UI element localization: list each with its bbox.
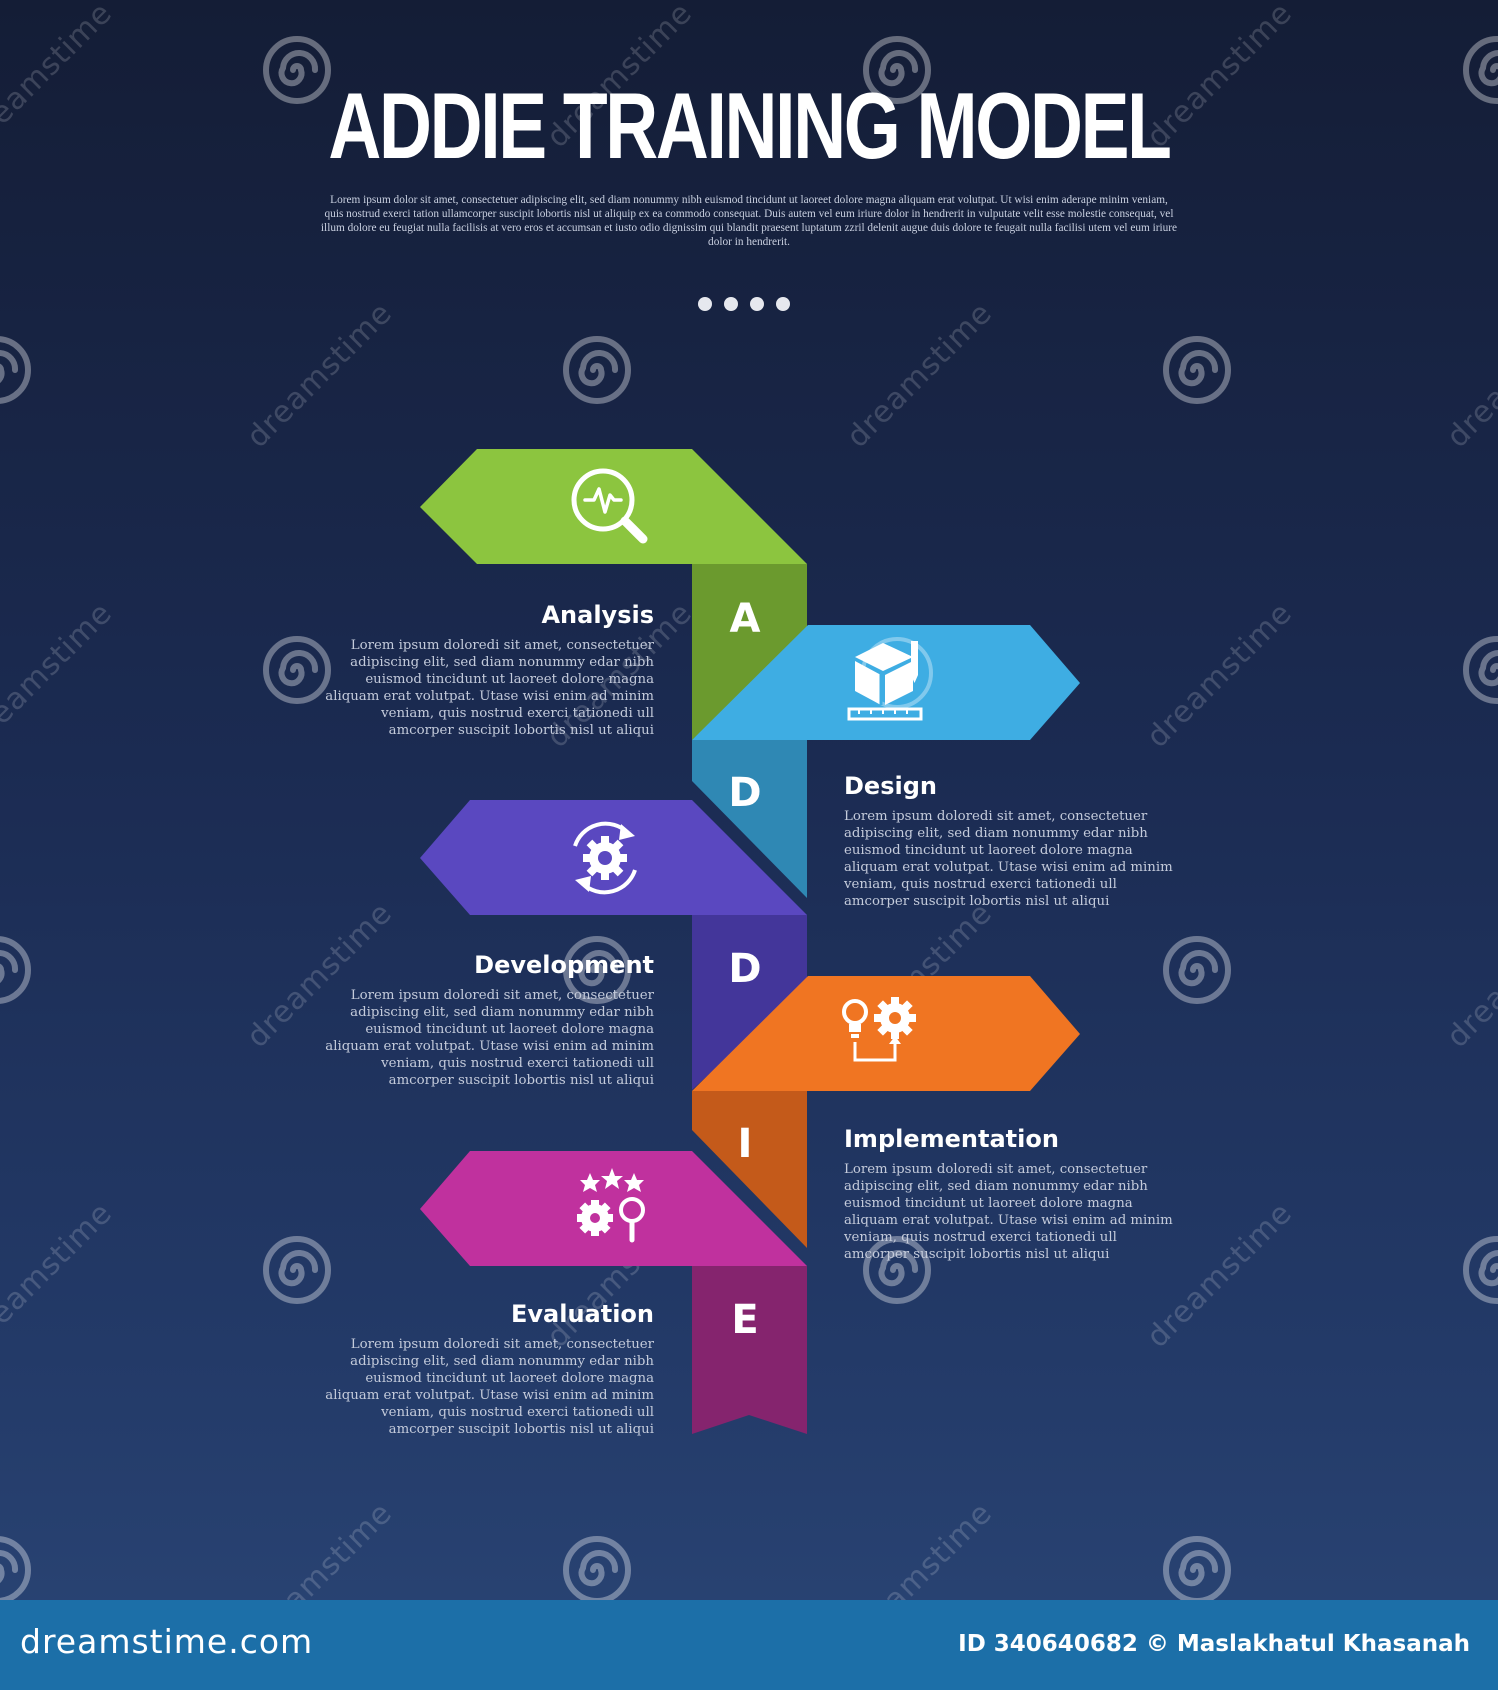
page-title: ADDIE TRAINING MODEL bbox=[328, 73, 1172, 178]
stars-gear-search-icon bbox=[577, 1168, 645, 1243]
dot bbox=[776, 297, 790, 311]
step-2-title: Design bbox=[844, 772, 937, 800]
dot bbox=[724, 297, 738, 311]
dot bbox=[698, 297, 712, 311]
step-3-stem bbox=[692, 915, 807, 1090]
step-5-stem bbox=[692, 1266, 807, 1434]
step-1-description: Lorem ipsum doloredi sit amet, consectet… bbox=[325, 638, 654, 738]
step-2-letter: D bbox=[728, 770, 761, 816]
separator-dots bbox=[698, 297, 790, 311]
step-5-title: Evaluation bbox=[510, 1300, 654, 1328]
dot bbox=[750, 297, 764, 311]
step-4-stem bbox=[692, 1091, 807, 1248]
step-1-title: Analysis bbox=[541, 601, 654, 629]
footer-logo: dreamstime.com bbox=[20, 1622, 314, 1661]
footer-bar: dreamstime.com ID 340640682 © Maslakhatu… bbox=[0, 1600, 1498, 1690]
box-ruler-pencil-icon bbox=[847, 637, 933, 721]
step-2-description: Lorem ipsum doloredi sit amet, consectet… bbox=[844, 809, 1173, 909]
step-5-arrow bbox=[420, 1151, 807, 1266]
footer-credit: ID 340640682 © Maslakhatul Khasanah bbox=[958, 1631, 1470, 1657]
step-3-title: Development bbox=[474, 951, 654, 979]
step-2-stem bbox=[692, 740, 807, 898]
step-5-letter: E bbox=[731, 1297, 758, 1343]
step-1-letter: A bbox=[730, 596, 761, 642]
step-1-arrow bbox=[420, 449, 807, 564]
intro-paragraph: Lorem ipsum dolor sit amet, consectetuer… bbox=[320, 194, 1178, 248]
step-4-arrow bbox=[692, 976, 1080, 1091]
step-3-letter: D bbox=[728, 946, 761, 992]
gear-cycle-icon bbox=[573, 821, 637, 895]
addie-ribbon-diagram: A D D I E bbox=[420, 449, 1080, 1434]
step-4-letter: I bbox=[738, 1121, 753, 1167]
step-5-description: Lorem ipsum doloredi sit amet, consectet… bbox=[325, 1337, 654, 1437]
step-1-stem bbox=[692, 564, 807, 740]
step-3-description: Lorem ipsum doloredi sit amet, consectet… bbox=[325, 988, 654, 1088]
magnifier-pulse-icon bbox=[571, 468, 648, 544]
step-4-description: Lorem ipsum doloredi sit amet, consectet… bbox=[844, 1162, 1173, 1262]
step-4-title: Implementation bbox=[844, 1125, 1059, 1153]
